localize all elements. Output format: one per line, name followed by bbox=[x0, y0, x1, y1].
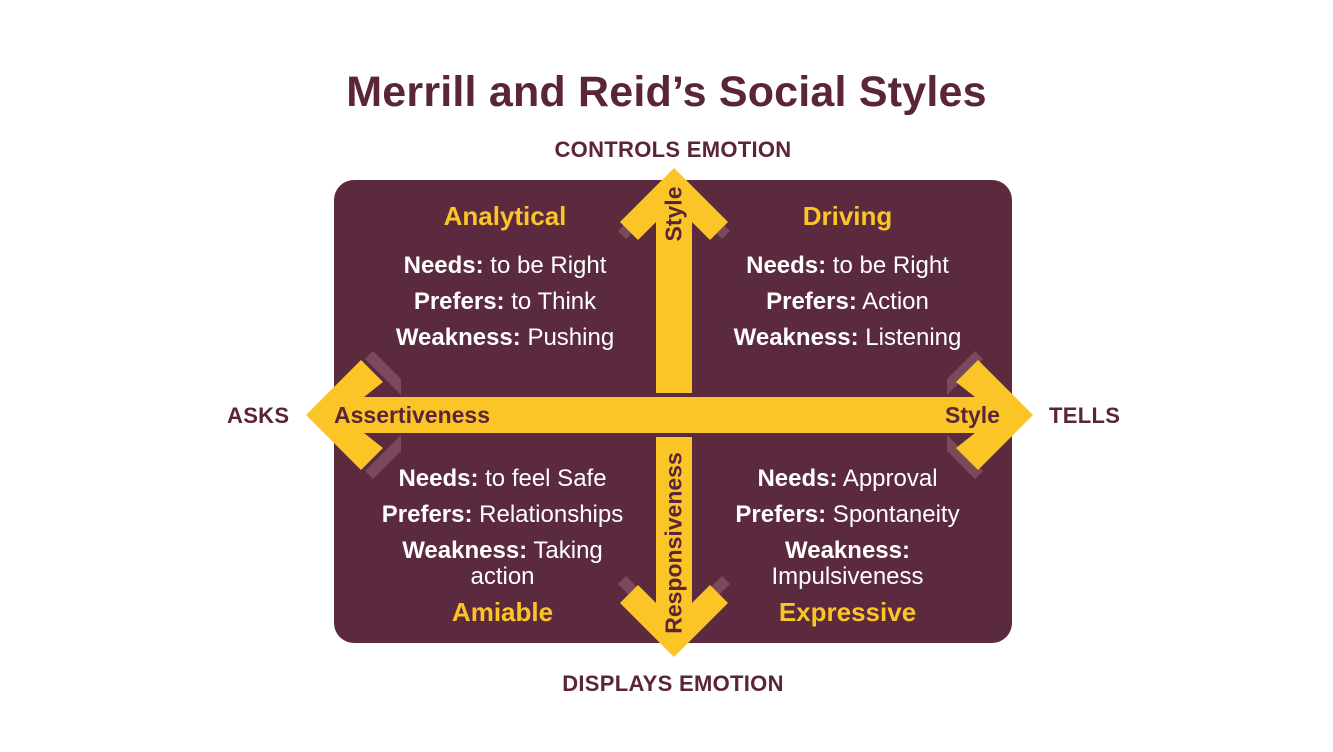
prefers-label: Prefers: bbox=[766, 288, 857, 315]
left-arrowhead-shadow bbox=[365, 351, 401, 395]
prefers-value: Relationships bbox=[472, 501, 624, 528]
weakness-label: Weakness: bbox=[785, 537, 910, 564]
quadrant-title: Analytical bbox=[443, 201, 567, 231]
prefers-value: to Think bbox=[504, 288, 597, 315]
assertiveness-label: Assertiveness bbox=[334, 402, 490, 428]
prefers-label: Prefers: bbox=[381, 501, 473, 528]
weakness-label: Weakness: bbox=[733, 324, 859, 351]
vertical-arrowhead-bottom bbox=[620, 585, 728, 657]
vertical-arrow-shaft-bottom bbox=[656, 435, 692, 605]
weakness-value-line: Impulsiveness bbox=[715, 564, 980, 590]
weakness-line: Weakness: Taking action bbox=[360, 538, 645, 590]
diagram-title: Merrill and Reid’s Social Styles bbox=[346, 68, 987, 116]
weakness-label: Weakness: bbox=[402, 537, 528, 564]
prefers-line: Prefers: Action bbox=[715, 284, 980, 320]
style-label-top: Style bbox=[660, 186, 687, 242]
horizontal-arrowhead-left bbox=[306, 360, 383, 470]
needs-line: Needs: to be Right bbox=[715, 248, 980, 284]
needs-label: Needs: bbox=[403, 252, 484, 279]
needs-line: Needs: to feel Safe bbox=[360, 461, 645, 497]
needs-value: Approval bbox=[837, 465, 938, 492]
needs-value: to be Right bbox=[483, 252, 607, 279]
quadrant-title: Amiable bbox=[451, 597, 554, 627]
quadrant-expressive: Needs: Approval Prefers: Spontaneity Wea… bbox=[715, 461, 980, 630]
vertical-arrow-shaft-top bbox=[656, 220, 692, 395]
responsiveness-label: Responsiveness bbox=[660, 452, 687, 634]
axis-label-displays-emotion: DISPLAYS EMOTION bbox=[562, 671, 784, 696]
prefers-label: Prefers: bbox=[735, 501, 827, 528]
prefers-label: Prefers: bbox=[413, 288, 505, 315]
weakness-value: Listening bbox=[858, 324, 962, 351]
prefers-value: Spontaneity bbox=[826, 501, 960, 528]
horizontal-arrowhead-right bbox=[956, 360, 1033, 470]
quadrant-driving: Driving Needs: to be Right Prefers: Acti… bbox=[715, 198, 980, 356]
weakness-label: Weakness: bbox=[395, 324, 521, 351]
weakness-label-line: Weakness: bbox=[715, 538, 980, 564]
horizontal-arrow bbox=[306, 360, 1033, 470]
left-arrowhead-shadow-2 bbox=[365, 435, 401, 479]
needs-label: Needs: bbox=[398, 465, 479, 492]
axis-label-tells: TELLS bbox=[1049, 403, 1121, 428]
prefers-value: Action bbox=[856, 288, 929, 315]
prefers-line: Prefers: Relationships bbox=[360, 497, 645, 533]
axis-label-asks: ASKS bbox=[227, 403, 290, 428]
vertical-arrow bbox=[620, 168, 728, 657]
quadrant-amiable: Needs: to feel Safe Prefers: Relationshi… bbox=[360, 461, 645, 630]
quadrant-title: Driving bbox=[802, 201, 893, 231]
needs-label: Needs: bbox=[746, 252, 827, 279]
weakness-line: Weakness: Pushing bbox=[370, 320, 640, 356]
quadrant-analytical: Analytical Needs: to be Right Prefers: t… bbox=[370, 198, 640, 356]
needs-line: Needs: to be Right bbox=[370, 248, 640, 284]
axis-label-controls-emotion: CONTROLS EMOTION bbox=[554, 137, 792, 162]
horizontal-arrow-shaft bbox=[355, 397, 985, 433]
needs-value: to feel Safe bbox=[478, 465, 607, 492]
prefers-line: Prefers: Spontaneity bbox=[715, 497, 980, 533]
style-label-right: Style bbox=[945, 402, 1000, 428]
needs-label: Needs: bbox=[757, 465, 838, 492]
prefers-line: Prefers: to Think bbox=[370, 284, 640, 320]
weakness-value: Taking action bbox=[470, 537, 603, 590]
weakness-value: Pushing bbox=[520, 324, 615, 351]
crossing-gap-top bbox=[656, 393, 692, 396]
weakness-line: Weakness: Listening bbox=[715, 320, 980, 356]
needs-line: Needs: Approval bbox=[715, 461, 980, 497]
quadrant-title: Expressive bbox=[778, 597, 917, 627]
crossing-gap-bottom bbox=[656, 434, 692, 437]
weakness-value: Impulsiveness bbox=[771, 563, 924, 590]
vertical-arrowhead-top bbox=[620, 168, 728, 240]
needs-value: to be Right bbox=[826, 252, 949, 279]
